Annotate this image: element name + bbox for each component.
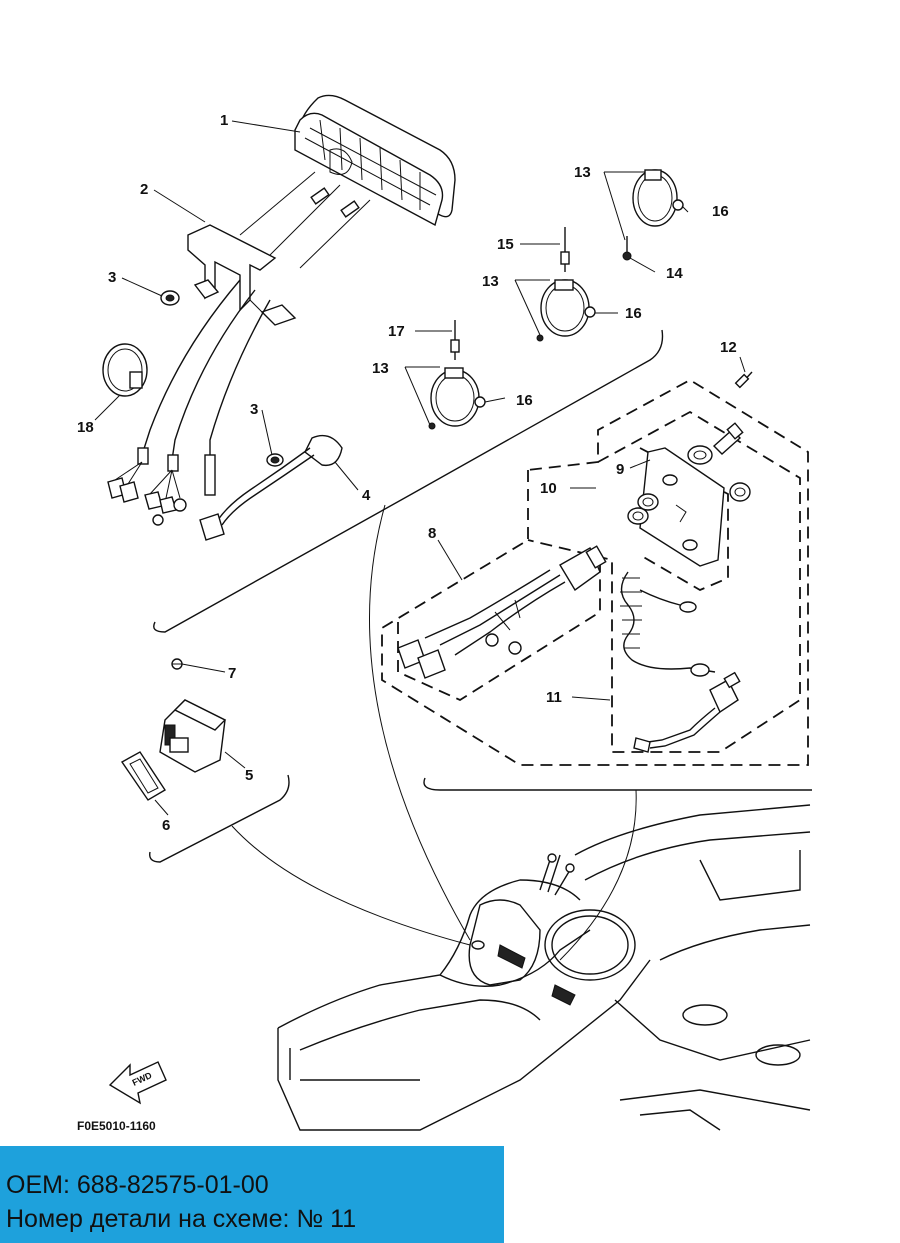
kit-outline-8 — [397, 560, 601, 702]
callout-11: 11 — [546, 689, 562, 706]
callout-2: 2 — [140, 181, 148, 198]
upper-group-divider — [153, 329, 664, 633]
callout-7: 7 — [228, 665, 236, 682]
callout-1: 1 — [220, 112, 228, 129]
gasket-6 — [120, 751, 166, 801]
part-info-banner: OEM: 688-82575-01-00 Номер детали на схе… — [0, 1146, 504, 1243]
callout-18: 18 — [77, 419, 94, 436]
callout-leaders — [94, 120, 746, 816]
grommet-top — [687, 445, 713, 465]
switch-group-divider — [149, 774, 290, 863]
nut-3-upper — [160, 290, 180, 306]
grommet-right — [729, 482, 751, 502]
leader-curve-switch — [231, 825, 471, 946]
console-group-divider — [423, 777, 812, 791]
callout-9: 9 — [616, 461, 624, 478]
clamp-13-top — [622, 169, 684, 261]
callout-16-top: 16 — [712, 203, 729, 220]
callout-13-low: 13 — [372, 360, 389, 377]
plug-top — [712, 422, 744, 455]
forward-arrow-icon: FWD — [108, 1061, 167, 1105]
callout-17: 17 — [388, 323, 405, 340]
kit-outline-10 — [381, 378, 809, 766]
diagram-part-reference: Номер детали на схеме: № 11 — [6, 1205, 357, 1233]
switch-box-5 — [159, 699, 227, 773]
callout-13-mid: 13 — [482, 273, 499, 290]
kit-outline-inner — [527, 410, 801, 753]
clamp-13-low — [428, 320, 486, 430]
callout-13-top: 13 — [574, 164, 591, 181]
drawing-code: F0E5010-1160 — [77, 1119, 156, 1133]
leader-curve-stop — [559, 789, 637, 961]
washer-pair — [627, 493, 659, 525]
callout-16-low: 16 — [516, 392, 533, 409]
sensor-lead-4 — [199, 434, 343, 541]
callout-10: 10 — [540, 480, 557, 497]
screw-7 — [171, 658, 183, 670]
meter-unit — [239, 94, 456, 269]
oem-number: OEM: 688-82575-01-00 — [6, 1171, 269, 1199]
callout-16-mid: 16 — [625, 305, 642, 322]
callout-5: 5 — [245, 767, 253, 784]
stop-plate-9 — [639, 422, 751, 567]
clamp-13-mid — [536, 227, 596, 342]
clamp-18 — [102, 343, 148, 397]
connector-cluster-mid — [144, 469, 187, 526]
callout-8: 8 — [428, 525, 436, 542]
leader-curve-meter — [369, 504, 471, 941]
callout-3-lower: 3 — [250, 401, 258, 418]
callout-15: 15 — [497, 236, 514, 253]
callout-3-upper: 3 — [108, 269, 116, 286]
callout-12: 12 — [720, 339, 737, 356]
connector-cluster-left — [107, 461, 143, 503]
meter-bracket — [187, 224, 297, 326]
pin-12 — [734, 371, 753, 389]
watercraft-console — [277, 804, 811, 1131]
callout-4: 4 — [362, 487, 371, 504]
stop-switch-11 — [620, 571, 741, 753]
callout-14: 14 — [666, 265, 683, 282]
meter-harness — [107, 279, 271, 526]
callout-numbers: 1 2 3 3 4 5 6 7 8 9 10 11 12 13 13 13 14… — [77, 112, 737, 834]
switch-harness-8 — [397, 545, 607, 679]
callout-6: 6 — [162, 817, 170, 834]
